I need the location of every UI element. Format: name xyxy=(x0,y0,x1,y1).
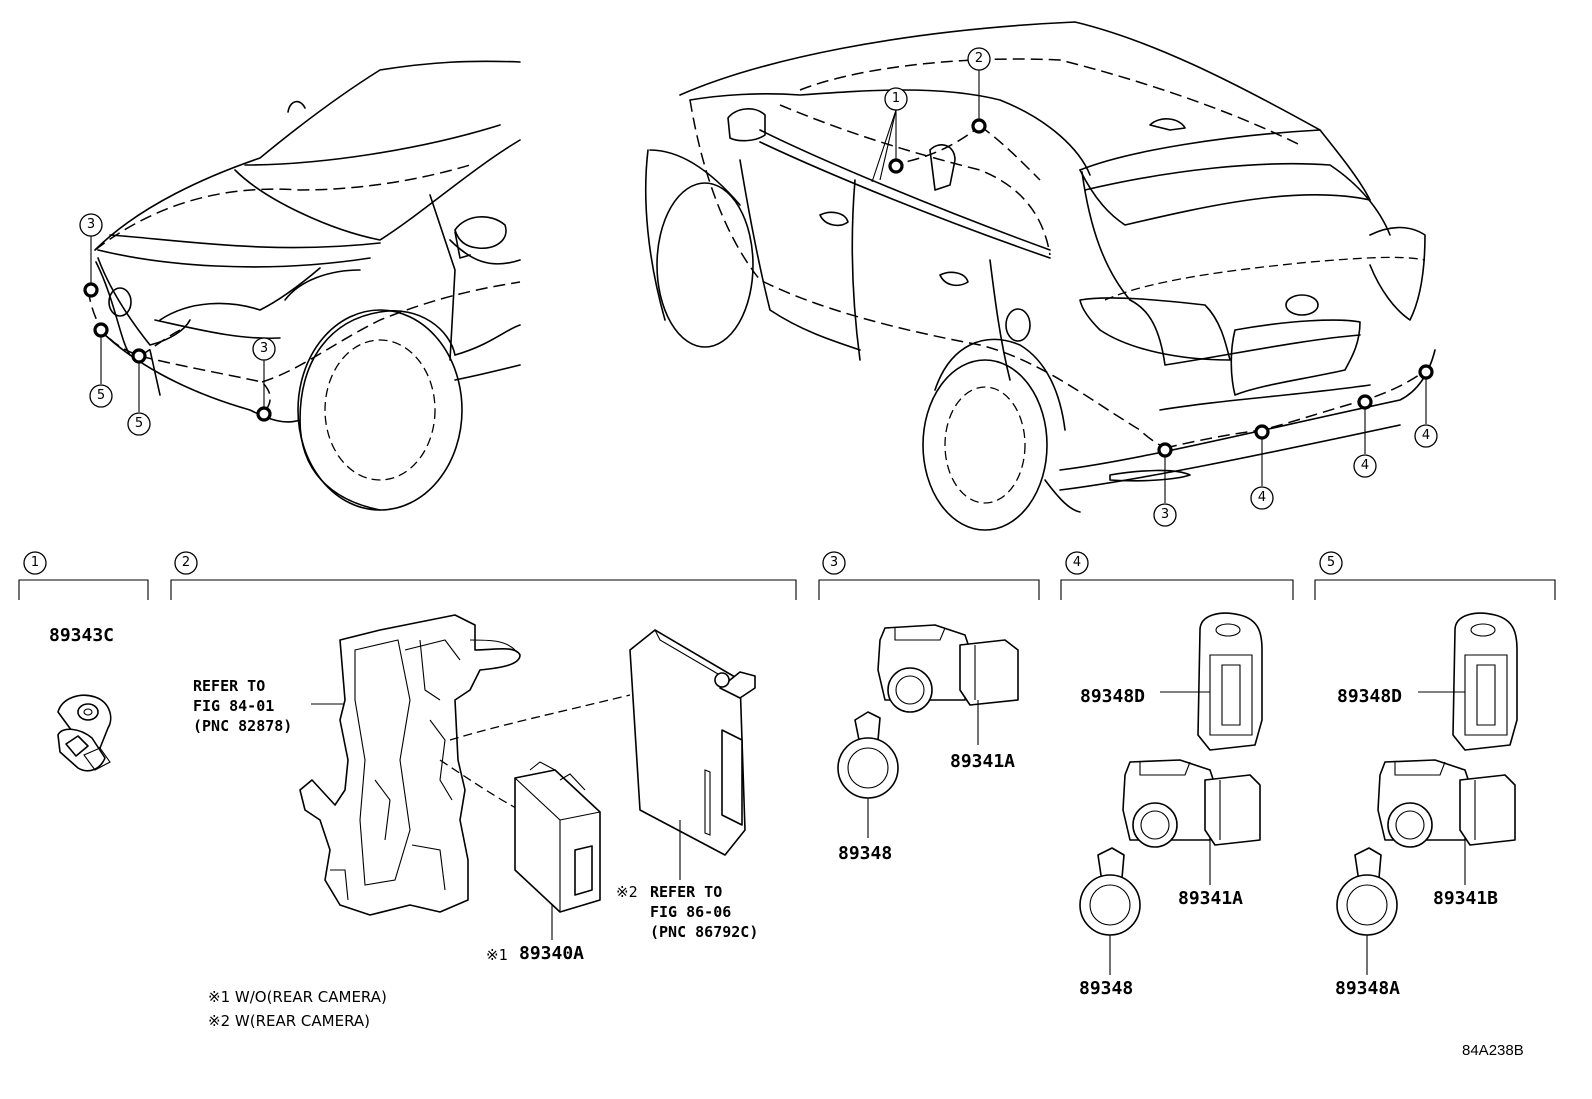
front-car-illustration xyxy=(87,60,521,511)
refer-mark-2: ※2 xyxy=(616,883,638,901)
group-brackets xyxy=(18,579,1556,600)
callout-number: 5 xyxy=(96,388,106,403)
refer-to-line1: REFER TO xyxy=(193,677,266,695)
callout-circles xyxy=(23,47,1438,575)
footnote-1: ※1 W/O(REAR CAMERA) xyxy=(208,988,387,1006)
callout-number: 4 xyxy=(1257,490,1267,505)
callout-number: 3 xyxy=(86,217,96,232)
sensor-locations xyxy=(83,118,1434,458)
refer-to-line3: (PNC 82878) xyxy=(193,717,293,735)
callout-number: 5 xyxy=(134,416,144,431)
part-group-2-drawing xyxy=(299,614,756,940)
part-group-3-drawing xyxy=(837,624,1019,838)
sensor-dot xyxy=(131,348,147,364)
part-label-89348: 89348 xyxy=(1079,978,1134,999)
part-label-89340A: 89340A xyxy=(519,943,585,964)
group-number-5: 5 xyxy=(1326,555,1336,570)
part-label-89348D: 89348D xyxy=(1080,686,1146,707)
part-label-89348D: 89348D xyxy=(1337,686,1403,707)
group-number-3: 3 xyxy=(829,555,839,570)
part-group-5-drawing xyxy=(1336,612,1518,975)
refer-ecu-line1: REFER TO xyxy=(650,883,723,901)
callout-number: 3 xyxy=(1160,507,1170,522)
part-label-89341B: 89341B xyxy=(1433,888,1499,909)
note-mark-1: ※1 xyxy=(486,946,508,964)
group-number-4: 4 xyxy=(1072,555,1082,570)
sensor-dot xyxy=(1254,424,1270,440)
sensor-dot xyxy=(971,118,987,134)
callout-number: 2 xyxy=(974,51,984,66)
part-group-4-drawing xyxy=(1079,612,1263,975)
callout-number: 3 xyxy=(259,341,269,356)
callout-number: 4 xyxy=(1360,458,1370,473)
part-label-89348A: 89348A xyxy=(1335,978,1401,999)
drawing-code: 84A238B xyxy=(1462,1042,1524,1059)
part-label-89341A: 89341A xyxy=(950,751,1016,772)
callout-number: 4 xyxy=(1421,428,1431,443)
group-number-2: 2 xyxy=(181,555,191,570)
sensor-dot xyxy=(1418,364,1434,380)
sensor-dot xyxy=(1157,442,1173,458)
part-label-89341A: 89341A xyxy=(1178,888,1244,909)
callout-number: 1 xyxy=(891,91,901,106)
sensor-dot xyxy=(888,158,904,174)
group-number-1: 1 xyxy=(30,555,40,570)
sensor-dot xyxy=(83,282,99,298)
sensor-dot xyxy=(93,322,109,338)
sensor-dot xyxy=(256,406,272,422)
part-label-89343C: 89343C xyxy=(49,625,115,646)
part-89343C-drawing xyxy=(57,694,112,772)
refer-ecu-line3: (PNC 86792C) xyxy=(650,923,759,941)
rear-car-illustration xyxy=(644,21,1436,531)
sensor-dot xyxy=(1357,394,1373,410)
refer-ecu-line2: FIG 86-06 xyxy=(650,903,732,921)
refer-to-line2: FIG 84-01 xyxy=(193,697,275,715)
part-label-89348: 89348 xyxy=(838,843,893,864)
footnote-2: ※2 W(REAR CAMERA) xyxy=(208,1012,370,1030)
